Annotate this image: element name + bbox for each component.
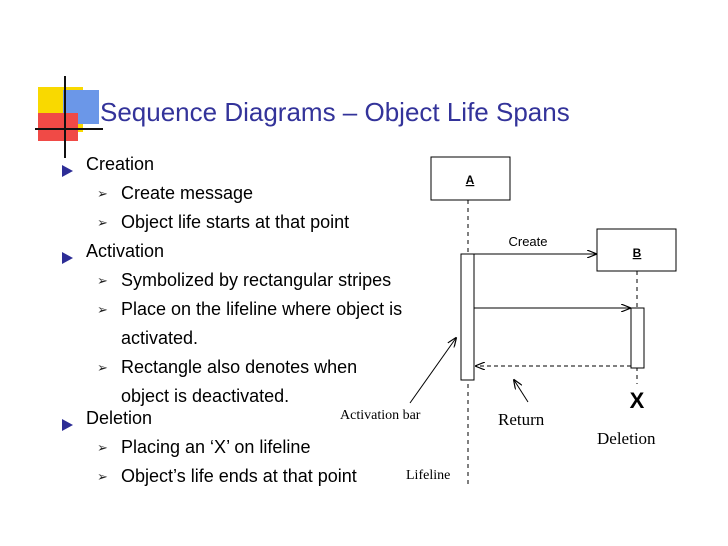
sub-bullet: ➢ Place on the lifeline where object is …: [97, 295, 417, 353]
object-a-label: A: [466, 173, 475, 187]
bullet-deletion: Deletion: [62, 404, 152, 433]
arrow-bullet-icon: ➢: [97, 469, 108, 484]
bullet-activation: Activation: [62, 237, 164, 266]
arrow-bullet-icon: ➢: [97, 440, 108, 455]
arrow-bullet-icon: ➢: [97, 273, 108, 288]
activation-bar-label: Activation bar: [340, 408, 421, 423]
decor-horizontal-line: [35, 128, 103, 130]
create-label: Create: [508, 234, 547, 249]
sub-bullet: ➢ Object’s life ends at that point: [97, 462, 357, 491]
object-b-box: [596, 228, 677, 272]
activation-bar-b: [630, 307, 645, 369]
square-bullet-icon: [62, 244, 73, 264]
arrow-bullet-icon: ➢: [97, 215, 108, 230]
sub-bullet: ➢ Symbolized by rectangular stripes: [97, 266, 391, 295]
arrow-bullet-icon: ➢: [97, 186, 108, 201]
arrow-bullet-icon: ➢: [97, 360, 108, 375]
sub-bullet: ➢ Rectangle also denotes when object is …: [97, 353, 417, 411]
activation-bar-pointer: [409, 338, 456, 404]
sub-bullet: ➢ Placing an ‘X’ on lifeline: [97, 433, 310, 462]
bullet-creation: Creation: [62, 150, 154, 179]
square-bullet-icon: [62, 157, 73, 177]
lifeline-label: Lifeline: [406, 468, 450, 483]
object-a-box: [430, 156, 511, 201]
return-pointer: [514, 380, 529, 403]
return-label: Return: [498, 410, 545, 429]
sub-bullet: ➢ Object life starts at that point: [97, 208, 349, 237]
activation-bar-a: [460, 253, 475, 381]
deletion-x-mark: X: [630, 388, 645, 413]
square-bullet-icon: [62, 411, 73, 431]
deletion-label: Deletion: [597, 429, 656, 448]
slide-title: Sequence Diagrams – Object Life Spans: [100, 97, 570, 127]
decor-vertical-line: [64, 76, 66, 158]
object-b-label: B: [633, 246, 642, 260]
arrow-bullet-icon: ➢: [97, 302, 108, 317]
sub-bullet: ➢ Create message: [97, 179, 253, 208]
decor-red-square: [38, 113, 78, 141]
